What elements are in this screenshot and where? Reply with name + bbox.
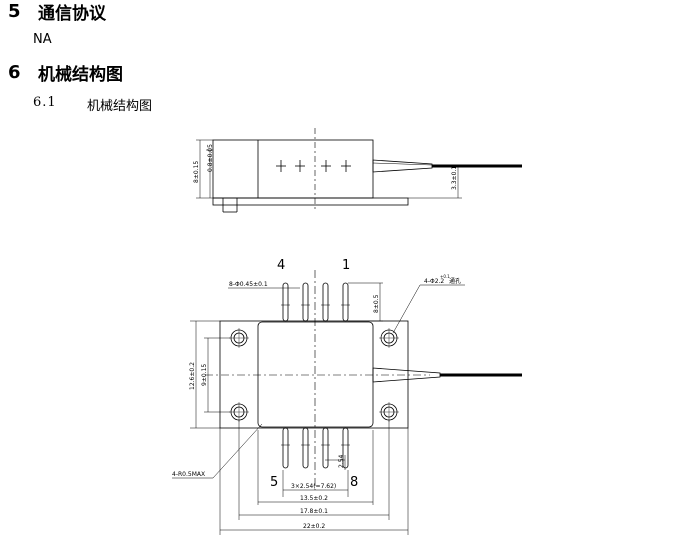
subsection-title: 机械结构图 <box>87 99 153 114</box>
dim-pin-length: 8±0.5 <box>373 294 380 313</box>
top-pins <box>281 282 350 322</box>
dim-pitch: 2.54 <box>338 454 345 468</box>
pin-label-4: 4 <box>277 258 285 273</box>
top-flange <box>219 320 409 429</box>
pin-label-5: 5 <box>270 475 278 490</box>
dim-hole-note: 通孔 <box>449 277 461 285</box>
section-5-title: 通信协议 <box>38 3 106 24</box>
top-body <box>257 321 374 428</box>
dim-inner-width: 13.5±0.2 <box>300 495 328 502</box>
bottom-pins <box>281 427 350 469</box>
dim-side-height: 8±0.15 <box>193 161 200 183</box>
dim-corner-radius: 4-R0.5MAX <box>172 471 205 478</box>
dim-pin-diameter: 8-Φ0.45±0.1 <box>229 281 268 288</box>
section-5-number: 5 <box>8 0 21 22</box>
section-6-number: 6 <box>8 61 21 83</box>
side-markers <box>276 160 351 172</box>
dim-hole-tolerance: +0.1 <box>440 274 450 279</box>
side-view: 8±0.15 0.8±0.05 3.3±0.1 <box>193 128 522 213</box>
dim-hole-span: 17.8±0.1 <box>300 508 328 515</box>
top-view: 4 1 5 8 8-Φ0.45±0.1 4-Φ2.2 +0.1 通孔 8±0.5… <box>172 258 522 535</box>
dim-hole-diameter: 4-Φ2.2 <box>424 278 444 285</box>
section-6-heading: 6 机械结构图 <box>8 61 123 85</box>
side-fiber-taper <box>372 159 433 173</box>
pin-label-1: 1 <box>342 258 350 273</box>
dim-inner-height: 9±0.15 <box>201 364 208 386</box>
top-fiber-taper <box>372 367 441 383</box>
subsection-number: 6.1 <box>33 95 57 110</box>
side-base-plate <box>212 197 409 206</box>
dim-side-fiber: 3.3±0.1 <box>451 166 458 190</box>
na-text: NA <box>33 32 52 47</box>
pin-label-8: 8 <box>350 475 358 490</box>
dim-outer-width: 22±0.2 <box>303 523 325 530</box>
dim-outer-height: 12.6±0.2 <box>189 362 196 390</box>
section-5-heading: 5 通信协议 <box>8 0 106 24</box>
section-6-title: 机械结构图 <box>38 64 123 85</box>
side-body <box>212 139 374 199</box>
dim-side-center: 0.8±0.05 <box>207 144 214 172</box>
subsection-6-1-heading: 6.1 机械结构图 <box>33 95 152 114</box>
dim-pitch-total: 3×2.54(=7.62) <box>291 483 336 490</box>
